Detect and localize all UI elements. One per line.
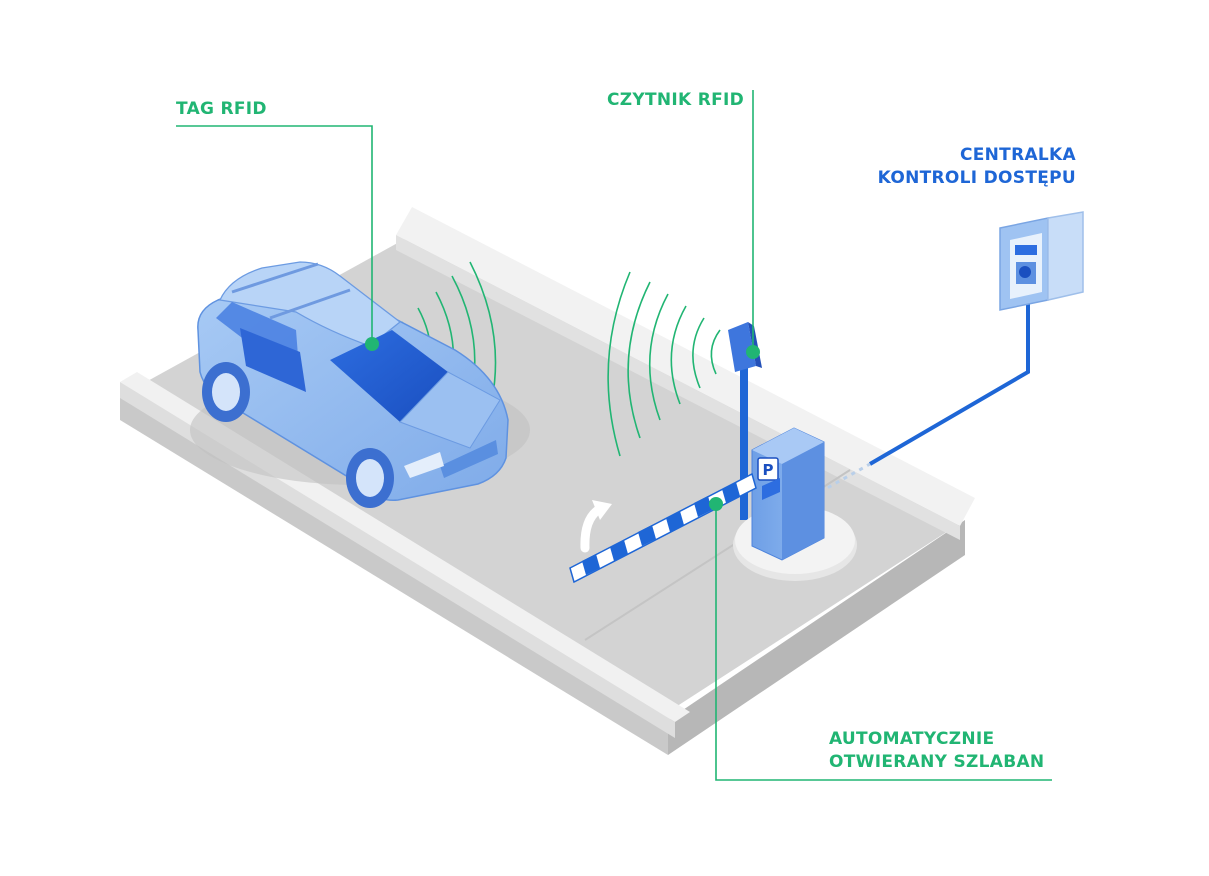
parking-sign-label: P	[763, 461, 774, 479]
barrier-line2: OTWIERANY SZLABAN	[829, 752, 1045, 772]
reader-rfid-label: CZYTNIK RFID	[607, 89, 744, 112]
rfid-reader-icon	[728, 90, 762, 520]
central-unit-label: CENTRALKA KONTROLI DOSTĘPU	[878, 144, 1076, 190]
barrier-arm	[569, 472, 757, 584]
tag-rfid-label: TAG RFID	[176, 98, 267, 121]
rotate-arrow-icon	[580, 505, 603, 553]
barrier-label: AUTOMATYCZNIE OTWIERANY SZLABAN	[829, 728, 1044, 774]
reader-rfid-text: CZYTNIK RFID	[607, 90, 745, 110]
car	[190, 261, 530, 508]
central-unit-line2: KONTROLI DOSTĘPU	[877, 168, 1076, 188]
parking-sign-icon	[757, 457, 779, 481]
tag-rfid-text: TAG RFID	[176, 99, 267, 119]
central-unit-line1: CENTRALKA	[959, 145, 1076, 165]
barrier-line1: AUTOMATYCZNIE	[829, 729, 995, 749]
cable	[819, 302, 1030, 494]
barrier-terminal: P	[733, 427, 857, 581]
barrier-callout	[709, 497, 1052, 781]
access-control-panel-icon	[999, 211, 1084, 311]
rfid-tag-icon	[176, 125, 379, 351]
